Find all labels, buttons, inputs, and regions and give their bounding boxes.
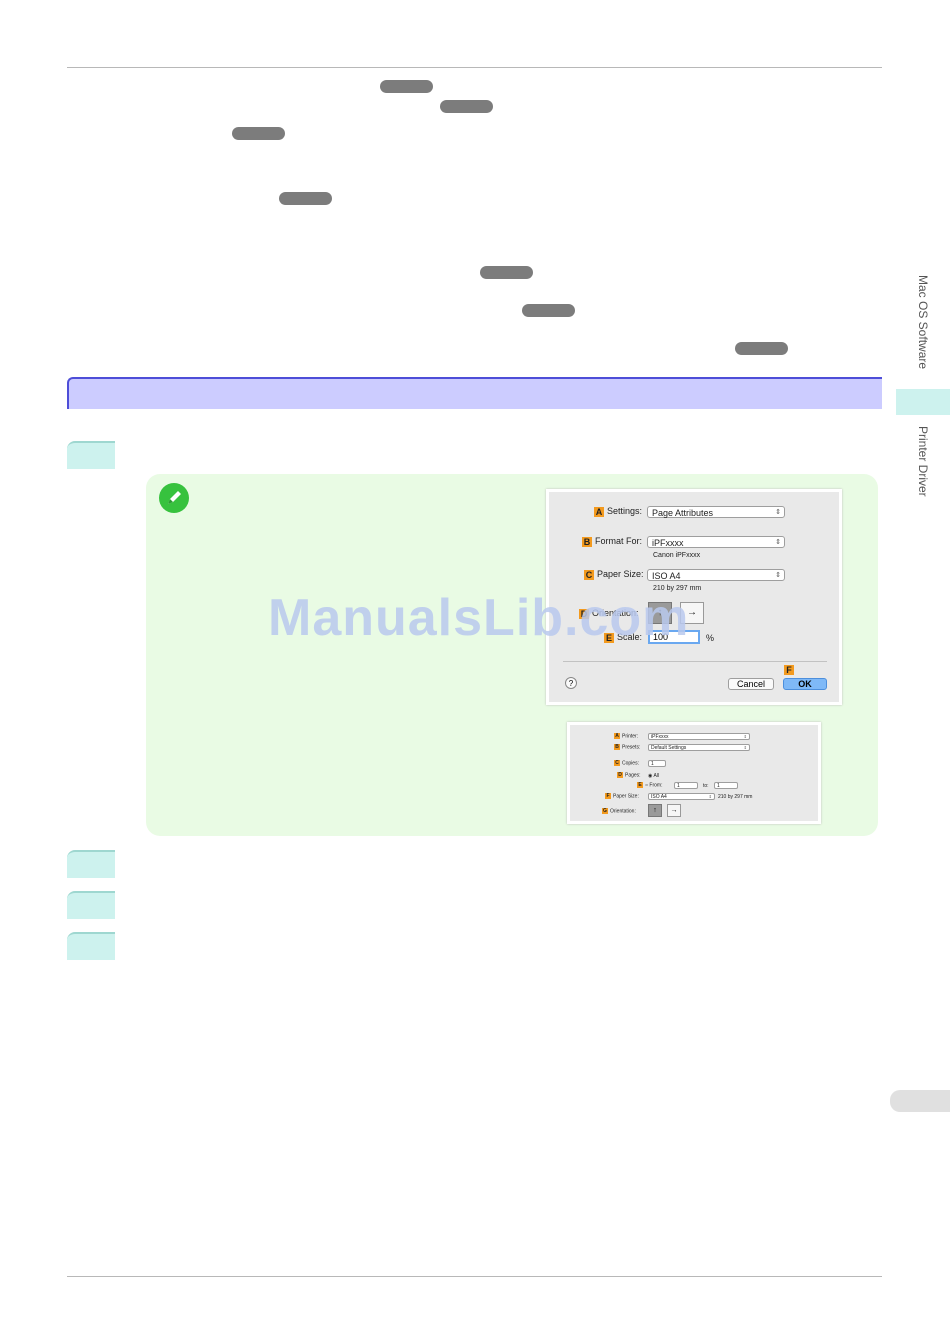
side-tab-mac-os-software[interactable]: Mac OS Software xyxy=(896,265,950,385)
link-pill[interactable] xyxy=(522,304,575,317)
radio-selected-icon: ◉ xyxy=(648,773,653,779)
presets-popup[interactable]: Default Settings⇕ xyxy=(648,744,750,751)
side-tab-label: Mac OS Software xyxy=(916,275,930,370)
link-pill[interactable] xyxy=(232,127,285,140)
landscape-person-icon: → xyxy=(687,607,697,618)
top-rule xyxy=(67,67,882,68)
link-pill[interactable] xyxy=(735,342,788,355)
step-badge xyxy=(67,850,115,878)
chevron-updown-icon: ⇕ xyxy=(743,734,747,739)
link-pill[interactable] xyxy=(480,266,533,279)
from-input[interactable]: 1 xyxy=(674,782,698,789)
ok-button[interactable]: OK xyxy=(783,678,827,690)
pages-all-radio[interactable]: ◉ All xyxy=(648,773,660,779)
portrait-person-icon: ↑ xyxy=(653,807,657,814)
to-input[interactable]: 1 xyxy=(714,782,738,789)
paper-size-subtext: 210 by 297 mm xyxy=(718,794,753,800)
step-badge xyxy=(67,891,115,919)
paper-size-popup[interactable]: ISO A4⇕ xyxy=(648,793,715,800)
chevron-updown-icon: ⇕ xyxy=(775,572,781,579)
portrait-orientation-button[interactable]: ↑ xyxy=(648,602,672,624)
help-button[interactable]: ? xyxy=(565,677,577,689)
portrait-person-icon: ↑ xyxy=(657,607,663,618)
chevron-updown-icon: ⇕ xyxy=(775,509,781,516)
copies-input[interactable]: 1 xyxy=(648,760,666,767)
printer-popup[interactable]: iPFxxxx⇕ xyxy=(648,733,750,740)
section-heading-bar xyxy=(67,377,882,409)
format-for-popup[interactable]: iPFxxxx⇕ xyxy=(647,536,785,548)
dialog-divider xyxy=(563,661,827,662)
side-tab-label: Printer Driver xyxy=(916,426,930,497)
landscape-orientation-button[interactable]: → xyxy=(667,804,681,817)
step-badge xyxy=(67,441,115,469)
side-tab-printer-driver[interactable]: Printer Driver xyxy=(896,420,950,520)
landscape-person-icon: → xyxy=(670,807,678,814)
chevron-updown-icon: ⇕ xyxy=(743,745,747,750)
portrait-orientation-button[interactable]: ↑ xyxy=(648,804,662,817)
cancel-button[interactable]: Cancel xyxy=(728,678,774,690)
to-label: to: xyxy=(703,783,709,789)
chevron-updown-icon: ⇕ xyxy=(775,539,781,546)
paper-size-popup[interactable]: ISO A4⇕ xyxy=(647,569,785,581)
link-pill[interactable] xyxy=(440,100,493,113)
scale-unit: % xyxy=(706,633,715,643)
settings-popup[interactable]: Page Attributes⇕ xyxy=(647,506,785,518)
pencil-note-icon xyxy=(159,483,189,513)
format-for-subtext: Canon iPFxxxx xyxy=(653,552,701,559)
chevron-updown-icon: ⇕ xyxy=(708,794,712,799)
bottom-rule xyxy=(67,1276,882,1277)
ok-callout-letter: F xyxy=(784,664,797,675)
pages-from-radio[interactable]: E○ From: xyxy=(637,782,663,789)
scale-input[interactable]: 100 xyxy=(648,630,700,644)
side-tab-active xyxy=(896,389,950,415)
landscape-orientation-button[interactable]: → xyxy=(680,602,704,624)
paper-size-subtext: 210 by 297 mm xyxy=(653,585,702,592)
page-tab xyxy=(890,1090,950,1112)
radio-empty-icon: ○ xyxy=(645,782,649,789)
link-pill[interactable] xyxy=(279,192,332,205)
step-badge xyxy=(67,932,115,960)
link-pill[interactable] xyxy=(380,80,433,93)
